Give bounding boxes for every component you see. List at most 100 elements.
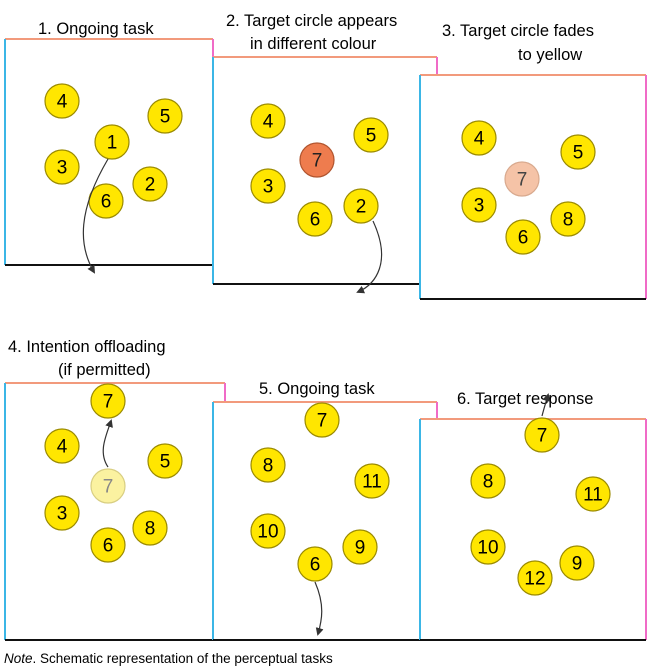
task-circle: 5 bbox=[560, 134, 596, 170]
task-circle-number: 2 bbox=[145, 175, 156, 196]
task-circle-number: 7 bbox=[103, 477, 114, 498]
task-circle: 8 bbox=[550, 201, 586, 237]
task-circle-shape bbox=[505, 219, 541, 255]
task-circle: 9 bbox=[342, 529, 378, 565]
note-prefix: Note bbox=[4, 651, 33, 666]
task-circle-shape bbox=[250, 168, 286, 204]
panel-title-line: 6. Target response bbox=[457, 390, 593, 408]
task-circle: 7 bbox=[304, 402, 340, 438]
task-circle-shape bbox=[470, 463, 506, 499]
task-circle-number: 11 bbox=[583, 485, 603, 506]
task-circle-shape bbox=[250, 103, 286, 139]
curved-arrow bbox=[102, 419, 113, 468]
task-circle: 7 bbox=[90, 383, 126, 419]
task-circle: 7 bbox=[90, 468, 126, 504]
task-circle-shape bbox=[461, 120, 497, 156]
curved-arrow bbox=[541, 393, 551, 417]
task-circle-shape bbox=[575, 476, 611, 512]
task-circle-shape bbox=[304, 402, 340, 438]
panel-title-line: 3. Target circle fades bbox=[442, 22, 594, 40]
task-circle-shape bbox=[44, 83, 80, 119]
task-circle-number: 2 bbox=[356, 197, 367, 218]
panel-3: 3. Target circle fades to yellow 4 5 73 8 6 bbox=[419, 22, 647, 300]
task-circle-number: 4 bbox=[57, 92, 68, 113]
task-circle-shape bbox=[342, 529, 378, 565]
task-circle-shape bbox=[517, 560, 553, 596]
task-circle-number: 11 bbox=[362, 472, 382, 493]
task-circle-number: 6 bbox=[518, 228, 529, 249]
task-circle: 8 bbox=[132, 510, 168, 546]
task-circle-shape bbox=[524, 417, 560, 453]
panel-frame-background bbox=[213, 402, 437, 640]
task-circle-number: 6 bbox=[310, 210, 321, 231]
task-circle: 4 bbox=[461, 120, 497, 156]
task-circle-shape bbox=[299, 142, 335, 178]
task-circle-shape bbox=[132, 510, 168, 546]
task-circle-shape bbox=[297, 201, 333, 237]
task-circle-number: 6 bbox=[310, 555, 321, 576]
task-circle: 11 bbox=[354, 463, 390, 499]
task-circle-number: 12 bbox=[524, 569, 545, 590]
task-circle: 6 bbox=[88, 183, 124, 219]
task-circle: 5 bbox=[147, 443, 183, 479]
note-text: . Schematic representation of the percep… bbox=[32, 651, 333, 666]
task-circle: 10 bbox=[250, 513, 286, 549]
curved-arrow bbox=[82, 158, 109, 274]
task-circle-number: 7 bbox=[537, 426, 548, 447]
task-circle-number: 10 bbox=[477, 538, 498, 559]
task-circle-shape bbox=[44, 428, 80, 464]
task-circle-shape bbox=[559, 545, 595, 581]
task-circle-shape bbox=[147, 98, 183, 134]
panel-frame-background bbox=[420, 419, 646, 640]
task-circle-shape bbox=[250, 513, 286, 549]
panel-title-line: 1. Ongoing task bbox=[38, 20, 154, 38]
task-circle: 11 bbox=[575, 476, 611, 512]
task-circle: 7 bbox=[504, 161, 540, 197]
task-circle: 1 bbox=[94, 124, 130, 160]
task-circle-number: 7 bbox=[312, 151, 323, 172]
task-circle-number: 3 bbox=[474, 196, 485, 217]
panel-4: 4. Intention offloading(if permitted)745… bbox=[4, 338, 226, 641]
task-circle-number: 8 bbox=[263, 456, 274, 477]
task-circle: 3 bbox=[44, 495, 80, 531]
panel-title-line: to yellow bbox=[518, 46, 582, 64]
task-circle-number: 9 bbox=[572, 554, 583, 575]
task-circle-number: 5 bbox=[160, 452, 171, 473]
task-circle-shape bbox=[504, 161, 540, 197]
panel-title-line: 2. Target circle appears bbox=[226, 12, 397, 30]
task-circle-shape bbox=[44, 495, 80, 531]
task-circle: 8 bbox=[250, 447, 286, 483]
task-circle-number: 8 bbox=[563, 210, 574, 231]
task-circle-number: 3 bbox=[263, 177, 274, 198]
task-circle: 4 bbox=[44, 428, 80, 464]
task-circle-number: 5 bbox=[573, 143, 584, 164]
task-circle-number: 9 bbox=[355, 538, 366, 559]
task-circle-number: 4 bbox=[57, 437, 68, 458]
task-circle: 7 bbox=[299, 142, 335, 178]
task-circle: 6 bbox=[297, 546, 333, 582]
task-circle: 3 bbox=[44, 149, 80, 185]
task-circle: 4 bbox=[250, 103, 286, 139]
panel-title-line: in different colour bbox=[250, 35, 377, 53]
panel-5: 5. Ongoing task 7 8 11 10 9 6 bbox=[212, 380, 438, 641]
task-circle-number: 5 bbox=[160, 107, 171, 128]
task-circle: 5 bbox=[147, 98, 183, 134]
task-circle-shape bbox=[90, 383, 126, 419]
task-circle: 6 bbox=[297, 201, 333, 237]
task-circle-number: 10 bbox=[257, 522, 278, 543]
task-circle-number: 8 bbox=[145, 519, 156, 540]
panel-title-line: 5. Ongoing task bbox=[259, 380, 375, 398]
task-circle-shape bbox=[353, 117, 389, 153]
task-circle-shape bbox=[297, 546, 333, 582]
task-circle-shape bbox=[461, 187, 497, 223]
curved-arrow bbox=[356, 220, 383, 294]
task-circle: 3 bbox=[461, 187, 497, 223]
task-circle-number: 3 bbox=[57, 504, 68, 525]
panel-1: 1. Ongoing task 4 1 5 3 26 bbox=[4, 20, 214, 274]
task-circle: 5 bbox=[353, 117, 389, 153]
task-circle: 6 bbox=[505, 219, 541, 255]
task-circle-number: 7 bbox=[103, 392, 114, 413]
task-circle-number: 5 bbox=[366, 126, 377, 147]
